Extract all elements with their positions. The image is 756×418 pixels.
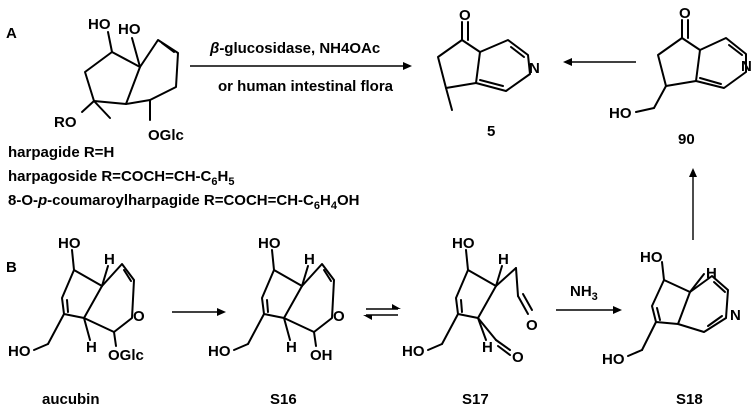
compound-90-oxygen: O bbox=[679, 5, 691, 22]
s17-label: S17 bbox=[462, 391, 489, 408]
harpagide-oglc: OGlc bbox=[148, 127, 184, 144]
s17-aldehyde-o-bottom: O bbox=[512, 349, 524, 366]
reaction-aucubin-to-s16-arrow bbox=[172, 308, 226, 316]
s16-structure bbox=[233, 249, 335, 351]
section-a-label: A bbox=[6, 25, 17, 42]
s18-label: S18 bbox=[676, 391, 703, 408]
section-b-label: B bbox=[6, 259, 17, 276]
compound-5-label: 5 bbox=[487, 123, 495, 140]
compound-5-nitrogen: N bbox=[529, 60, 540, 77]
s16-label: S16 bbox=[270, 391, 297, 408]
compound-90-nitrogen: N bbox=[741, 58, 752, 75]
s16-h-top: H bbox=[304, 251, 315, 268]
s16-h-bottom: H bbox=[286, 339, 297, 356]
harpagide-ho-right: HO bbox=[118, 21, 141, 38]
compound-90-label: 90 bbox=[678, 131, 695, 148]
compound-90-ho: HO bbox=[609, 105, 632, 122]
s17-h-top: H bbox=[498, 251, 509, 268]
reaction-s18-to-90-arrow bbox=[689, 168, 697, 240]
reaction-a-conditions-line1: β-glucosidase, NH4OAc bbox=[209, 40, 380, 57]
s16-oh: OH bbox=[310, 347, 333, 364]
legend-harpagoside: harpagoside R=COCH=CH-C6H5 bbox=[8, 168, 234, 188]
s17-h-bottom: H bbox=[482, 339, 493, 356]
s16-ring-o: O bbox=[333, 308, 345, 325]
compound-5-oxygen: O bbox=[459, 7, 471, 24]
compound-5-structure bbox=[437, 21, 531, 111]
legend-coumaroylharpagide: 8-O-p-coumaroylharpagide R=COCH=CH-C6H4O… bbox=[8, 192, 359, 212]
s17-ho: HO bbox=[452, 235, 475, 252]
s17-ho-bottom: HO bbox=[402, 343, 425, 360]
harpagide-ro: RO bbox=[54, 114, 77, 131]
s18-ho-bottom: HO bbox=[602, 351, 625, 368]
compound-90-structure bbox=[635, 19, 747, 113]
s18-h: H bbox=[706, 265, 717, 282]
s17-aldehyde-o-top: O bbox=[526, 317, 538, 334]
s18-ho: HO bbox=[640, 249, 663, 266]
equilibrium-s16-s17-arrow bbox=[363, 304, 401, 320]
aucubin-ho-bottom: HO bbox=[8, 343, 31, 360]
harpagide-ho-left: HO bbox=[88, 16, 111, 33]
aucubin-label: aucubin bbox=[42, 391, 100, 408]
reagent-nh3: NH3 bbox=[570, 283, 598, 303]
s18-nitrogen: N bbox=[730, 307, 741, 324]
s17-structure bbox=[427, 249, 533, 356]
s16-ho-bottom: HO bbox=[208, 343, 231, 360]
reaction-a-conditions-line2: or human intestinal flora bbox=[218, 78, 394, 95]
legend-harpagide: harpagide R=H bbox=[8, 144, 114, 161]
aucubin-ho: HO bbox=[58, 235, 81, 252]
aucubin-oglc: OGlc bbox=[108, 347, 144, 364]
s18-structure bbox=[627, 261, 729, 357]
harpagide-structure bbox=[81, 31, 179, 121]
aucubin-h-bottom: H bbox=[86, 339, 97, 356]
reaction-s17-to-s18-arrow bbox=[556, 306, 622, 314]
aucubin-h-top: H bbox=[104, 251, 115, 268]
s16-ho: HO bbox=[258, 235, 281, 252]
reaction-90-to-5-arrow bbox=[563, 58, 636, 66]
aucubin-structure bbox=[33, 249, 135, 351]
aucubin-ring-o: O bbox=[133, 308, 145, 325]
reaction-a-arrow bbox=[190, 62, 412, 70]
